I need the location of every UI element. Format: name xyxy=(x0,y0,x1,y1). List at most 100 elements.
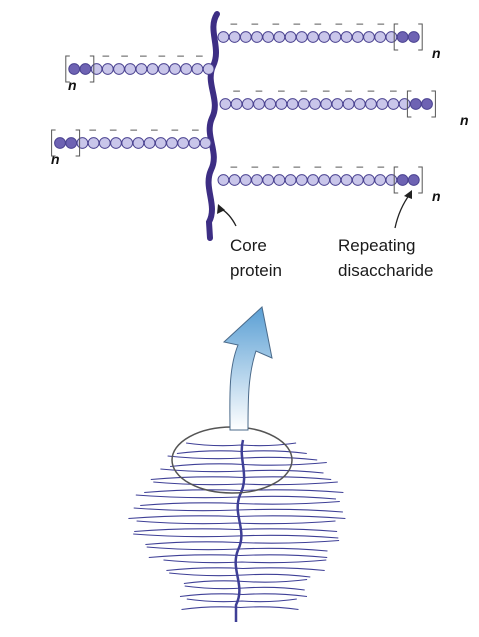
disaccharide-pointer-arrow xyxy=(394,193,411,229)
disaccharide-bead xyxy=(65,137,78,149)
negative-charge-mark: – xyxy=(300,83,307,97)
sugar-bead xyxy=(353,98,366,110)
negative-charge-mark: – xyxy=(103,48,110,62)
negative-charge-mark: – xyxy=(89,122,96,136)
negative-charge-mark: – xyxy=(357,159,364,173)
aggregate-fiber xyxy=(153,481,338,486)
negative-charge-mark: – xyxy=(368,83,375,97)
negative-charge-mark: – xyxy=(315,16,322,30)
sugar-bead xyxy=(295,31,308,43)
magnified-region-ellipse xyxy=(171,426,293,494)
repeat-count-label: n xyxy=(51,151,60,167)
repeat-count-label: n xyxy=(432,188,441,204)
sugar-bead xyxy=(284,31,297,43)
disaccharide-pointer-head xyxy=(404,190,412,199)
sugar-bead xyxy=(273,174,286,186)
repeat-count-label: n xyxy=(68,77,77,93)
repeat-bracket-left xyxy=(51,129,56,157)
disaccharide-bead xyxy=(54,137,66,149)
glycosaminoglycan-chains: n––––––––n––––––n––––––––n––––––n–––––––… xyxy=(51,16,469,204)
sugar-bead xyxy=(262,31,275,43)
repeat-bracket-left xyxy=(406,90,412,118)
sugar-bead xyxy=(217,31,230,43)
negative-charge-mark: – xyxy=(323,83,330,97)
sugar-bead xyxy=(275,98,288,110)
gag-chain-4: n–––––– xyxy=(51,122,212,167)
sugar-bead xyxy=(309,98,321,110)
disaccharide-bead xyxy=(396,31,409,43)
sugar-bead xyxy=(297,98,310,110)
sugar-bead xyxy=(217,174,230,186)
aggregate-fiber xyxy=(160,468,324,474)
aggregate-fiber xyxy=(136,520,336,525)
sugar-bead xyxy=(284,174,297,186)
disaccharide-bead xyxy=(79,63,92,75)
negative-charge-mark: – xyxy=(159,48,166,62)
negative-charge-mark: – xyxy=(315,159,322,173)
negative-charge-mark: – xyxy=(252,159,259,173)
sugar-bead xyxy=(143,137,156,149)
repeating-disaccharide-label-line2: disaccharide xyxy=(338,261,433,280)
sugar-bead xyxy=(374,31,387,43)
repeat-bracket-right xyxy=(431,90,436,118)
repeat-bracket-right xyxy=(418,166,423,194)
sugar-bead xyxy=(202,63,215,75)
sugar-bead xyxy=(351,31,364,43)
sugar-bead xyxy=(180,63,193,75)
aggregate-fiber xyxy=(181,606,299,611)
disaccharide-bead xyxy=(409,98,422,110)
sugar-bead xyxy=(387,98,400,110)
sugar-bead xyxy=(110,137,122,149)
aggregate-fiber xyxy=(166,567,325,572)
negative-charge-mark: – xyxy=(278,83,285,97)
sugar-bead xyxy=(318,174,331,186)
sugar-bead xyxy=(169,63,181,75)
repeating-disaccharide-label-line1: Repeating xyxy=(338,236,416,255)
aggregate-fiber xyxy=(183,578,308,585)
sugar-bead xyxy=(251,174,263,186)
aggregate-fiber xyxy=(140,500,340,507)
negative-charge-mark: – xyxy=(121,48,128,62)
negative-charge-mark: – xyxy=(192,122,199,136)
sugar-bead xyxy=(262,174,275,186)
sugar-bead xyxy=(398,98,411,110)
gag-chain-5: n–––––––– xyxy=(217,159,441,204)
sugar-bead xyxy=(87,137,100,149)
repeat-bracket-right xyxy=(418,23,423,51)
sugar-bead xyxy=(177,137,190,149)
aggregate-fiber xyxy=(186,598,297,603)
aggregate-fiber xyxy=(128,515,346,520)
sugar-bead xyxy=(376,98,389,110)
repeat-bracket-right xyxy=(89,55,95,83)
sugar-bead xyxy=(98,137,111,149)
sugar-bead xyxy=(363,174,375,186)
sugar-bead xyxy=(146,63,159,75)
aggregate-fiber xyxy=(145,539,340,546)
aggregate-fiber xyxy=(133,533,339,539)
negative-charge-mark: – xyxy=(252,16,259,30)
sugar-bead xyxy=(363,31,375,43)
aggregate-fiber xyxy=(163,559,327,564)
aggregate-fiber xyxy=(179,593,308,598)
repeat-count-label: n xyxy=(432,45,441,61)
sugar-bead xyxy=(239,174,252,186)
sugar-bead xyxy=(253,98,265,110)
negative-charge-mark: – xyxy=(336,16,343,30)
sugar-bead xyxy=(121,137,134,149)
magnify-arrow xyxy=(222,306,273,431)
negative-charge-mark: – xyxy=(231,16,238,30)
sugar-bead xyxy=(320,98,333,110)
aggregate-core-protein xyxy=(234,439,246,622)
sugar-bead xyxy=(385,174,398,186)
negative-charge-mark: – xyxy=(294,159,301,173)
negative-charge-mark: – xyxy=(390,83,397,97)
sugar-bead xyxy=(251,31,263,43)
sugar-bead xyxy=(228,174,241,186)
sugar-bead xyxy=(342,98,355,110)
sugar-bead xyxy=(154,137,167,149)
aggregate-fiber xyxy=(150,476,332,481)
aggregate-fiber xyxy=(148,554,328,559)
negative-charge-mark: – xyxy=(140,48,147,62)
